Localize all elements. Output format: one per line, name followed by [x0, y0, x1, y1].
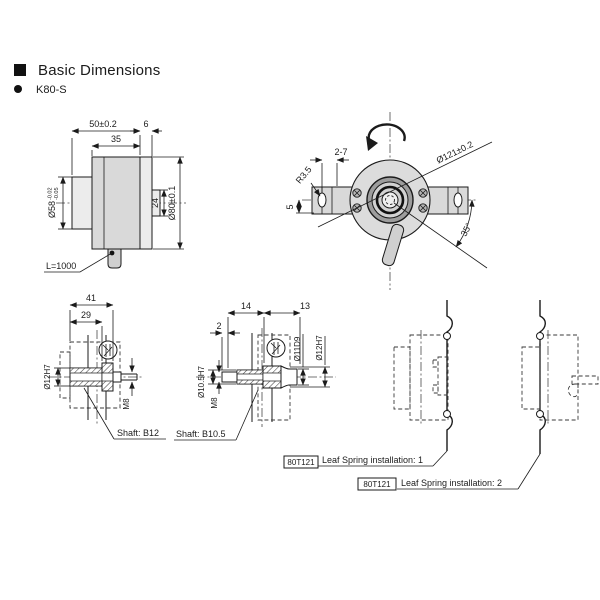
shaft-assembly	[69, 362, 138, 392]
coupling-cup	[280, 365, 298, 389]
side-view: L=1000 50±0.2 35 6 Ø58 -0.02 -0.05 24	[44, 119, 186, 273]
dim-total-length: 41	[86, 293, 96, 303]
header: Basic Dimensions K80-S	[14, 62, 160, 96]
leaf-spring	[567, 375, 599, 398]
section-square-icon	[14, 64, 26, 76]
spring-screw-bottom	[536, 410, 544, 418]
dim-bore: Ø12H7	[43, 364, 52, 390]
dim-hub-length: 29	[81, 310, 91, 320]
hidden-body	[539, 334, 579, 421]
slot-hole-left	[317, 192, 327, 208]
dim-overall-length: 50±0.2	[89, 119, 116, 129]
shaft-assembly	[221, 365, 298, 389]
spring-screw-top	[536, 332, 544, 340]
slot-hole-right	[453, 192, 463, 208]
hidden-flange	[393, 346, 411, 410]
svg-text:-0.05: -0.05	[54, 187, 60, 200]
leaf-spring-install-1: Leaf Spring installation: 1 80T121	[283, 300, 453, 469]
mounting-plate	[539, 300, 546, 454]
dim-right-length: 13	[300, 301, 310, 311]
cable-exit	[381, 223, 405, 267]
mounting-ear-left	[311, 186, 355, 215]
install-2-code-box	[357, 477, 397, 491]
dim-mid-diameter: Ø11D9	[293, 336, 302, 361]
dim-thread: M8	[210, 397, 219, 409]
dim-gap: 2	[216, 321, 221, 331]
install-2-code: 80T121	[363, 480, 391, 489]
mounting-plate	[446, 300, 453, 451]
shaft-b12-label: Shaft: B12	[117, 428, 159, 438]
svg-text:Ø58: Ø58	[47, 201, 57, 218]
rear-hub	[151, 189, 161, 217]
dim-hub-diameter: 24	[150, 198, 160, 208]
angle-arc	[455, 199, 475, 248]
bullet-icon	[14, 85, 22, 93]
install-1-label: Leaf Spring installation: 1	[322, 455, 423, 465]
cable-leader	[44, 252, 113, 273]
dim-body-length: 35	[111, 134, 121, 144]
dim-right-diameter: Ø12H7	[315, 335, 324, 361]
dim-body-diameter: Ø80±0.1	[167, 186, 177, 220]
hidden-flange	[521, 346, 541, 410]
dia-measure-line	[317, 141, 493, 228]
dim-rear-length: 6	[143, 119, 148, 129]
install-1-code: 80T121	[287, 458, 315, 467]
shaft-hub	[366, 176, 414, 224]
install-2-label: Leaf Spring installation: 2	[401, 478, 502, 488]
mounting-ear-right	[425, 186, 469, 215]
spring-screw-top	[443, 332, 451, 340]
install-1-code-box	[283, 455, 319, 469]
clamp-screw-end	[112, 371, 122, 383]
shaft-b12-view: 41 29 Ø12H7 M8 Shaft: B12	[43, 293, 166, 440]
shaft-b105-label: Shaft: B10.5	[176, 429, 226, 439]
dim-slot-range: 2-7	[334, 147, 347, 157]
page-title: Basic Dimensions	[38, 62, 160, 79]
model-label: K80-S	[36, 84, 67, 96]
cable-length-label: L=1000	[46, 261, 76, 271]
dim-slot-radius: R3.5	[294, 165, 314, 186]
dim-flange-diameter: Ø58 -0.02 -0.05	[47, 187, 60, 218]
spring-screw-bottom	[443, 410, 451, 418]
shaft-b105-view: 14 13 2 Ø10.5H7 M8 Ø11D9 Ø12H7 Shaft: B1…	[174, 301, 336, 441]
leaf-spring	[432, 356, 448, 396]
dim-cable-angle: 35°	[459, 221, 474, 238]
svg-text:-0.02: -0.02	[48, 187, 54, 200]
hidden-body	[409, 334, 449, 421]
screw-section-detail	[98, 340, 118, 360]
dim-left-length: 14	[241, 301, 251, 311]
angle-ray	[393, 202, 488, 269]
dim-outer-diameter: Ø121±0.2	[435, 139, 475, 165]
encoder-body	[91, 156, 141, 250]
flange	[71, 176, 93, 230]
dim-slot-offset: 5	[285, 204, 295, 209]
leaf-spring-install-2: Leaf Spring installation: 2 80T121	[357, 300, 599, 491]
front-view: 2-7 R3.5 5 Ø121±0.2 35°	[285, 112, 493, 290]
rotation-arrow-icon	[366, 123, 406, 151]
screw-section-detail	[266, 338, 286, 358]
hidden-flange	[59, 351, 71, 399]
dim-bore: Ø10.5H7	[197, 365, 206, 398]
dim-thread: M8	[122, 398, 131, 410]
